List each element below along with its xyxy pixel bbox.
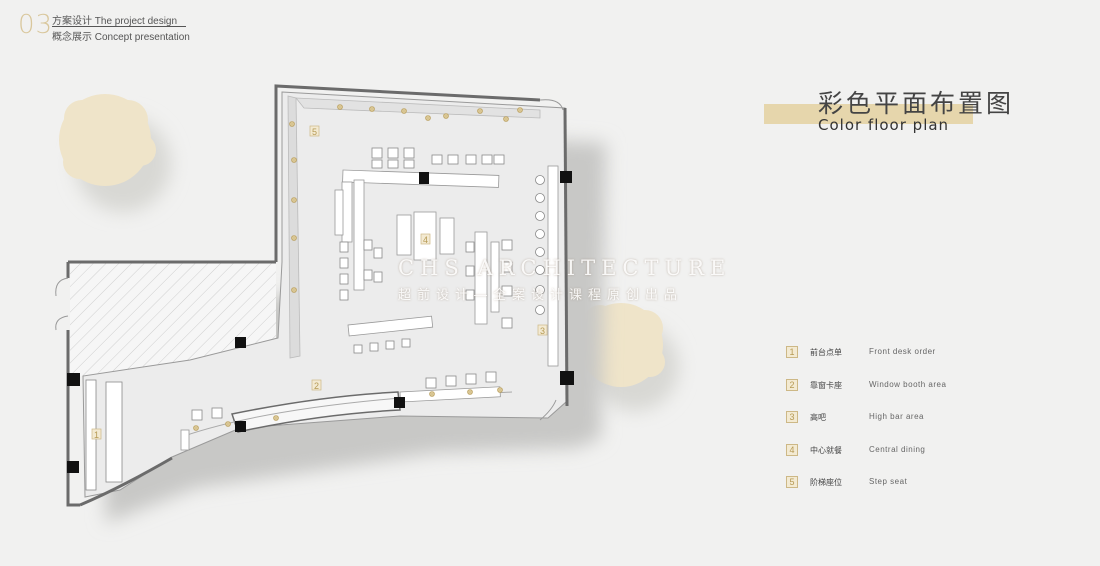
walls: [66, 84, 569, 507]
legend-label-en: Step seat: [869, 477, 908, 486]
section-title-concept: 概念展示 Concept presentation: [52, 32, 190, 43]
legend-label-en: Front desk order: [869, 347, 936, 356]
legend-label-en: Window booth area: [869, 379, 947, 389]
plan-label-3: 3: [540, 326, 545, 336]
legend-label-cn: 中心就餐: [810, 445, 842, 455]
tree-left: [59, 94, 171, 212]
area-tag-1: 1: [91, 428, 102, 440]
section-title-design: 方案设计 The project design: [52, 16, 178, 27]
structural-columns: [67, 171, 574, 473]
area-tag-4: 4: [420, 233, 431, 245]
legend-label-cn: 阶梯座位: [810, 478, 842, 487]
area-tag-5: 5: [309, 125, 320, 137]
area-tag-3: 3: [537, 324, 548, 336]
section-number: 03: [18, 10, 54, 40]
header-divider: [52, 26, 186, 27]
window-booth-bench: [183, 391, 513, 437]
page-title-en: Color floor plan: [818, 116, 950, 134]
area-tag-2: 2: [311, 379, 322, 391]
legend-number: 2: [786, 378, 798, 391]
chairs: [191, 147, 513, 421]
plan-label-2: 2: [314, 381, 319, 391]
legend-label-cn: 高吧: [810, 413, 826, 422]
doors: [55, 99, 564, 421]
plan-label-4: 4: [423, 235, 428, 245]
legend-label-en: Central dining: [869, 444, 926, 454]
legend-number: 4: [786, 443, 798, 456]
legend-label-cn: 前台点单: [810, 348, 842, 357]
legend-label-cn: 靠窗卡座: [810, 380, 842, 390]
plan-label-1: 1: [94, 430, 99, 440]
light-fixtures: [193, 104, 523, 431]
page-title-cn: 彩色平面布置图: [818, 89, 1015, 118]
title-accent-bar: [764, 104, 973, 124]
legend-number: 1: [786, 346, 798, 358]
legend-number: 3: [786, 411, 798, 423]
plan-label-5: 5: [312, 127, 317, 137]
legend-label-en: High bar area: [869, 412, 924, 421]
bar-stools: [535, 175, 545, 315]
legend-number: 5: [786, 476, 798, 488]
